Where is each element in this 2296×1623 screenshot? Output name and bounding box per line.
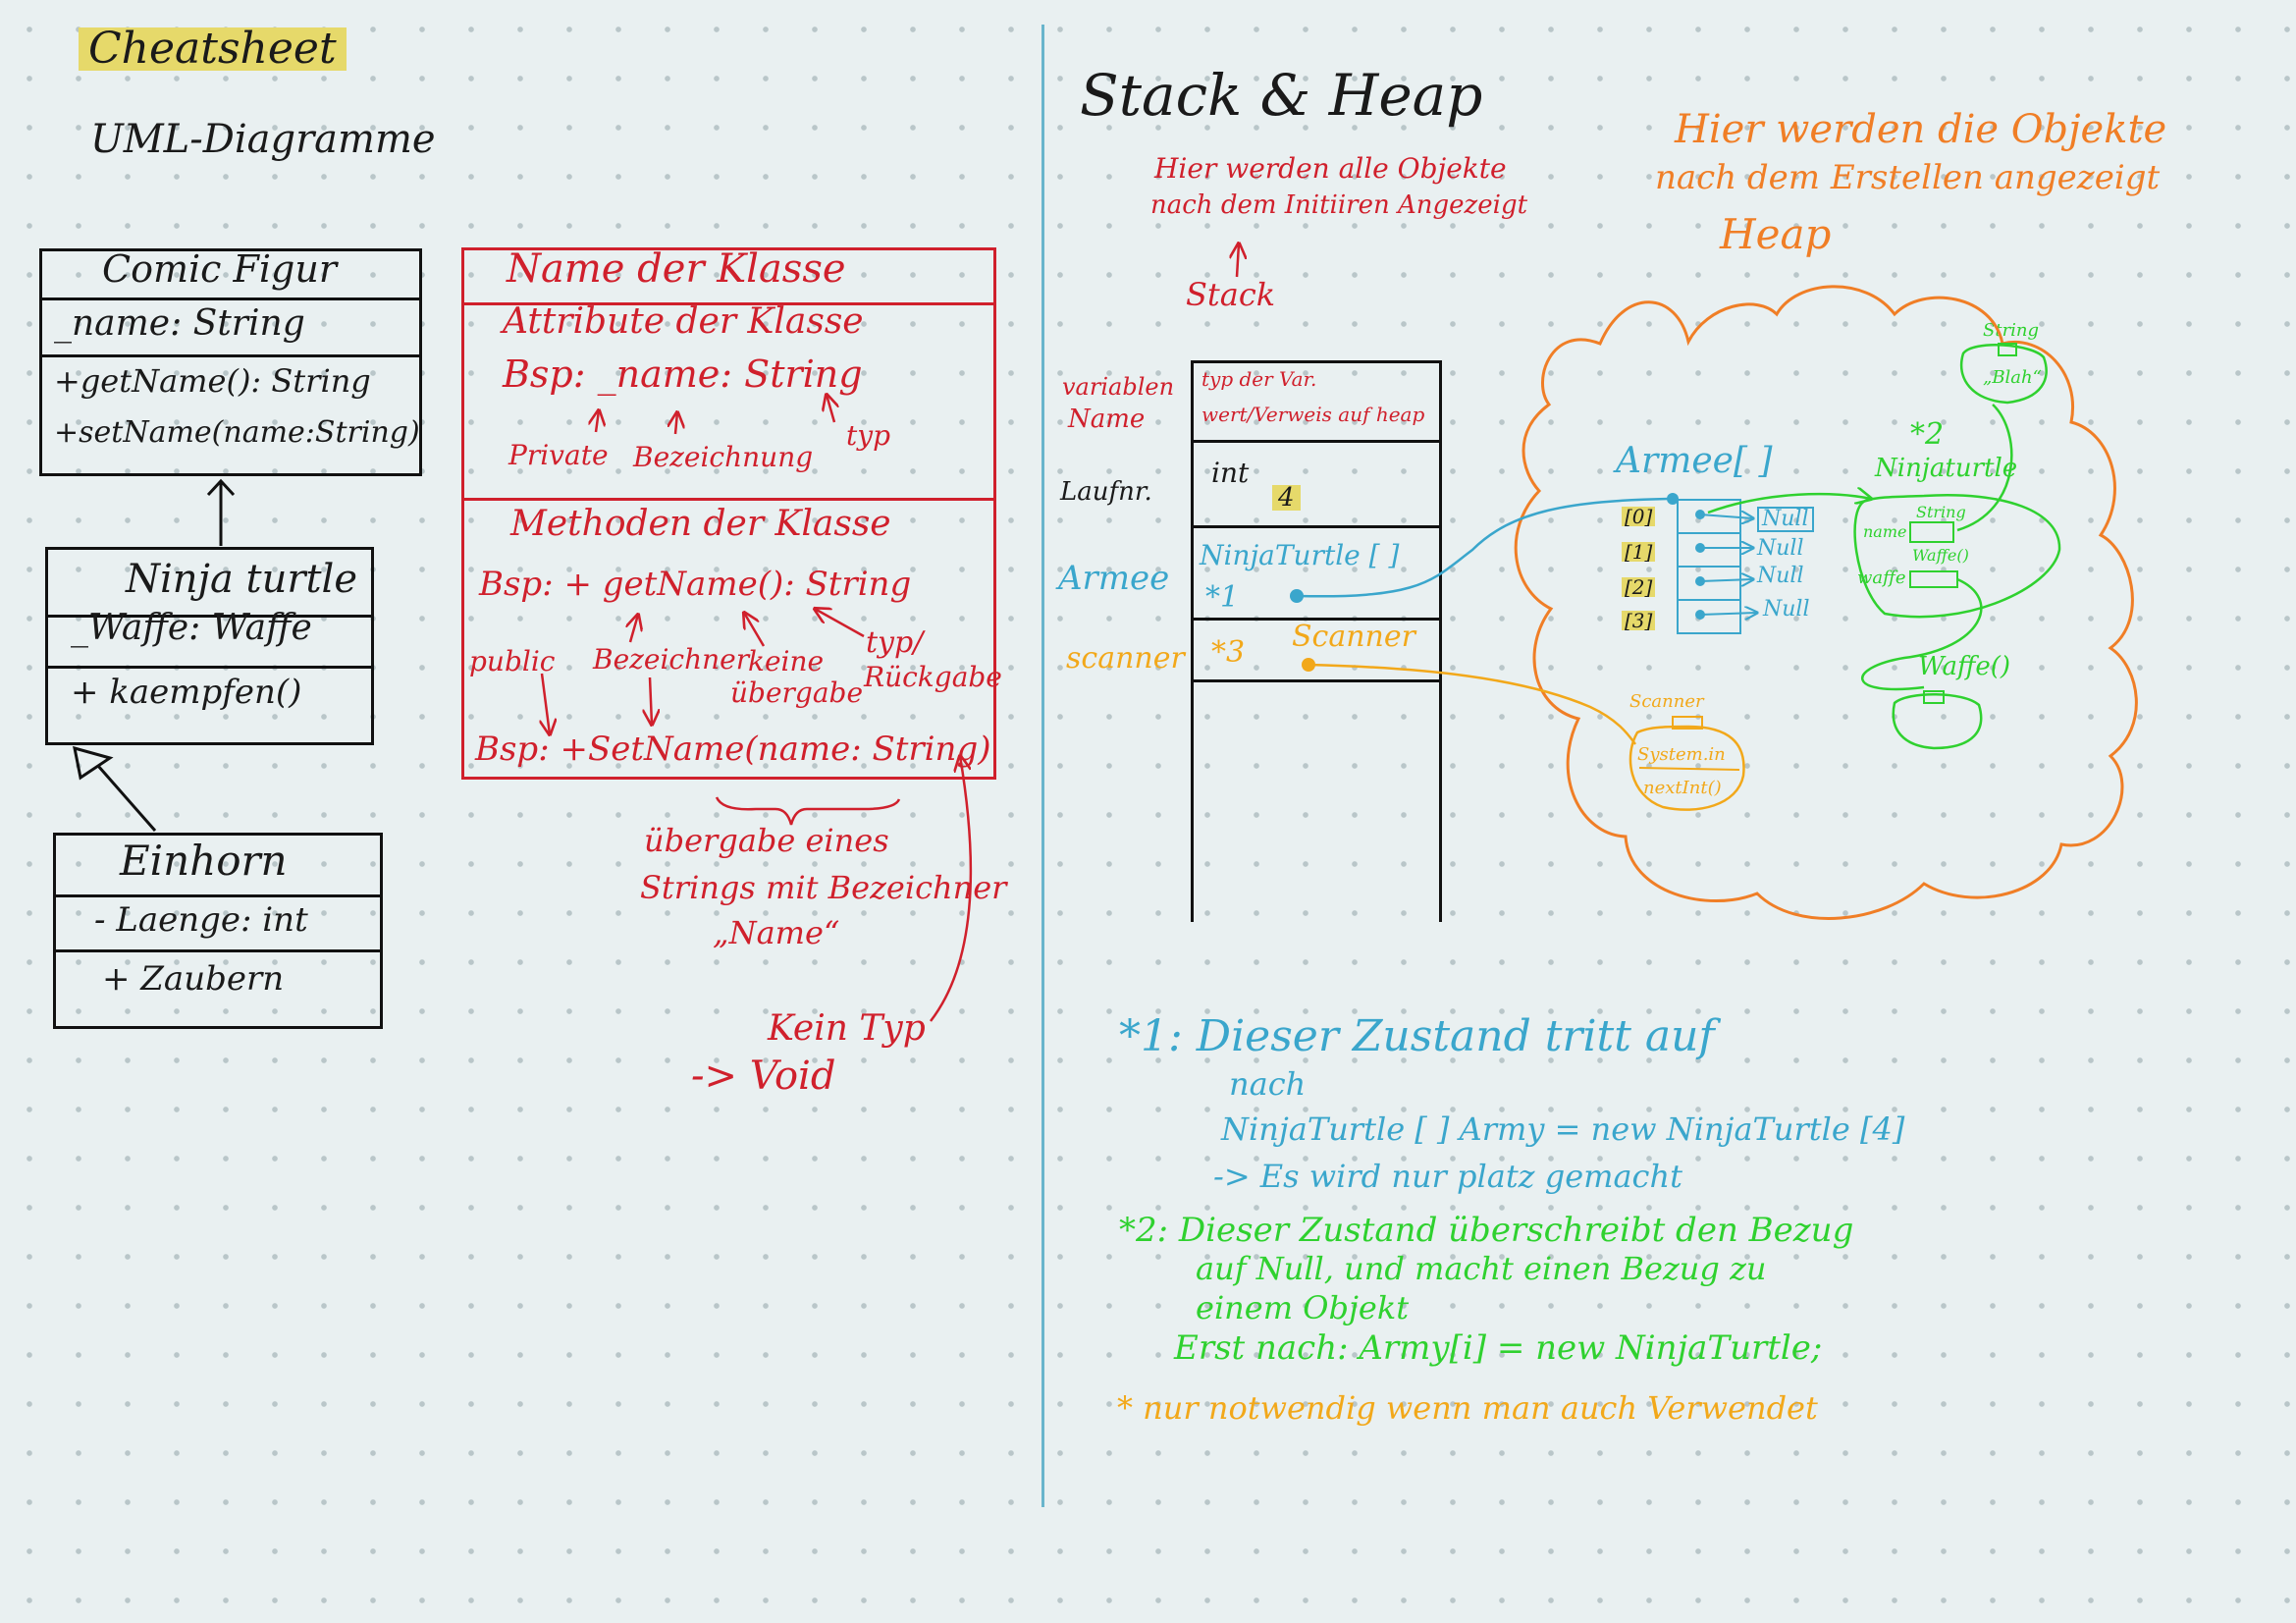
heap-system-in: System.in (1637, 744, 1726, 765)
uml-class-einhorn (53, 833, 383, 1029)
legend-methods: Methoden der Klasse (510, 504, 891, 544)
heap-ninjaturtle-label: Ninjaturtle (1875, 454, 2018, 483)
heap-index-2: [2] (1622, 577, 1656, 597)
note-name: „Name“ (713, 914, 840, 951)
legend-private: Private (508, 439, 609, 471)
note-uebergabe-eines: übergabe eines (644, 822, 889, 859)
inherit-arrow-einhorn-ninja (96, 765, 157, 832)
heap-string-object (1959, 344, 2048, 405)
method-kaempfen: + kaempfen() (71, 673, 302, 712)
stack-laufnr-value: 4 (1272, 485, 1301, 511)
stack-ninjaturtle-type: NinjaTurtle [ ] (1200, 539, 1400, 571)
stack-armee-pointer (1290, 589, 1304, 603)
note1-line3: NinjaTurtle [ ] Army = new NinjaTurtle [… (1221, 1110, 1905, 1148)
heap-index-3: [3] (1622, 611, 1656, 630)
heap-desc-2: nach dem Erstellen angezeigt (1655, 158, 2161, 197)
method-setname: +setName(name:String) (54, 415, 420, 450)
note-strings-mit: Strings mit Bezeichner (640, 869, 1007, 906)
heap-index-0: [0] (1622, 507, 1656, 526)
heap-armee-array-box (1677, 499, 1741, 634)
legend-rueckgabe: Rückgabe (864, 661, 1002, 693)
legend-method-example2: Bsp: +SetName(name: String) (475, 730, 991, 769)
stack-col-header-2: wert/Verweis auf heap (1201, 403, 1425, 426)
stack-scanner-name: scanner (1066, 641, 1185, 676)
heap-armee-array-label: Armee[ ] (1616, 441, 1773, 481)
stack-col-var-2: Name (1068, 405, 1146, 434)
legend-uebergabe: übergabe (730, 676, 864, 709)
legend-attr-example: Bsp: _name: String (503, 352, 863, 396)
heap-scanner-label: Scanner (1629, 691, 1704, 712)
page-divider (1041, 25, 1044, 1507)
heap-star2: *2 (1910, 417, 1945, 452)
legend-attributes: Attribute der Klasse (503, 301, 864, 342)
heap-desc-1: Hier werden die Objekte (1675, 107, 2167, 152)
legend-method-example: Bsp: + getName(): String (479, 565, 912, 604)
uml-class-comicfigur (39, 248, 422, 476)
note2-line1: *2: Dieser Zustand überschreibt den Bezu… (1119, 1211, 1854, 1250)
stack-desc-1: Hier werden alle Objekte (1154, 152, 1507, 185)
note-kein-typ: Kein Typ (768, 1008, 926, 1049)
stack-int-type: int (1211, 457, 1250, 489)
stack-label: Stack (1186, 276, 1276, 313)
legend-typ-slash: typ/ (866, 625, 924, 660)
attr-comicfigur: _name: String (54, 303, 305, 344)
legend-bezeichnung: Bezeichnung (633, 441, 814, 473)
heap-nt-waffe-type: Waffe() (1912, 546, 1969, 565)
attr-einhorn: - Laenge: int (94, 900, 308, 940)
cheatsheet-title: Cheatsheet (79, 27, 347, 71)
note1-line2: nach (1229, 1065, 1307, 1103)
heap-nt-string-field: String (1916, 503, 1966, 521)
class-name-comicfigur: Comic Figur (102, 247, 337, 291)
stack-col-header-1: typ der Var. (1201, 367, 1317, 391)
stack-laufnr-name: Laufnr. (1060, 477, 1152, 507)
stack-desc-2: nach dem Initiiren Angezeigt (1150, 190, 1528, 220)
legend-keine: keine (748, 645, 825, 677)
stack-star3: *3 (1211, 635, 1246, 670)
note2-line3: einem Objekt (1196, 1289, 1410, 1326)
heap-waffe-object (1892, 693, 1983, 750)
method-getname: +getName(): String (54, 362, 371, 400)
heap-null-1: Null (1757, 536, 1804, 561)
heap-nt-waffe-field: waffe (1857, 568, 1906, 588)
note2-line2: auf Null, und macht einen Bezug zu (1196, 1250, 1767, 1287)
uml-class-ninjaturtle (45, 547, 374, 745)
legend-bezeichner: Bezeichner (593, 643, 750, 676)
attr-ninjaturtle: _Waffe: Waffe (71, 608, 312, 648)
class-name-ninjaturtle: Ninja turtle (126, 557, 358, 602)
heap-string-value: „Blah“ (1983, 367, 2042, 388)
heap-waffe-label: Waffe() (1918, 652, 2011, 681)
heap-null-3: Null (1763, 597, 1810, 622)
note1-line1: *1: Dieser Zustand tritt auf (1119, 1011, 1715, 1061)
legend-typ: typ (846, 419, 890, 452)
brace-note (715, 796, 901, 826)
stack-star1: *1 (1205, 580, 1240, 615)
note2-line4: Erst nach: Army[i] = new NinjaTurtle; (1174, 1328, 1823, 1368)
heap-ninjaturtle-object (1853, 494, 2061, 619)
heap-index-1: [1] (1622, 542, 1656, 562)
class-name-einhorn: Einhorn (120, 837, 288, 885)
stack-scanner-type: Scanner (1292, 620, 1415, 654)
stack-table (1191, 360, 1442, 922)
method-zaubern: + Zaubern (102, 959, 285, 999)
stack-col-var-1: variablen (1062, 373, 1175, 401)
legend-class-name: Name der Klasse (507, 246, 846, 292)
note-void: -> Void (691, 1054, 836, 1099)
heap-nt-name-field: name (1863, 522, 1907, 541)
uml-heading: UML-Diagramme (90, 117, 436, 162)
legend-public: public (469, 645, 556, 677)
heap-next-int: nextInt() (1643, 778, 1722, 798)
heap-null-2: Null (1757, 564, 1804, 588)
heap-label: Heap (1720, 210, 1832, 258)
note1-line4: -> Es wird nur platz gemacht (1213, 1158, 1682, 1195)
note3-line1: * nur notwendig wenn man auch Verwendet (1117, 1389, 1818, 1427)
stack-heap-title: Stack & Heap (1080, 62, 1483, 129)
heap-scanner-object (1629, 725, 1745, 811)
stack-armee-name: Armee (1058, 559, 1170, 598)
heap-null-0: Null (1757, 507, 1814, 532)
legend-box (461, 247, 996, 780)
